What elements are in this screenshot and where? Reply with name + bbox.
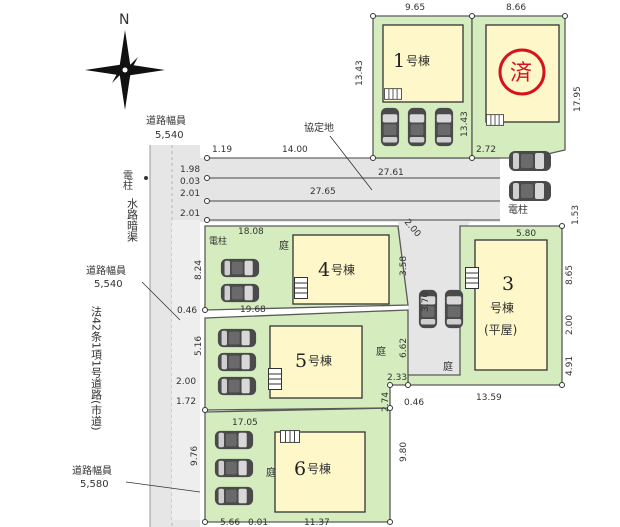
dim-5-66: 5.66: [220, 518, 240, 527]
dim-13-59: 13.59: [476, 393, 502, 403]
dim-1-98: 1.98: [180, 165, 200, 175]
road-width-top-value: 5,540: [155, 130, 184, 141]
road-width-bottom-label: 道路幅員: [72, 464, 112, 477]
lot-6-number: 6: [294, 458, 306, 480]
house-3: [474, 239, 548, 371]
dim-3-70: 3.70: [421, 292, 431, 312]
dim-2-01b: 2.01: [180, 209, 200, 219]
dim-6-62: 6.62: [399, 338, 409, 358]
road-width-mid-label: 道路幅員: [86, 264, 126, 277]
dim-2-72: 2.72: [476, 145, 496, 155]
lot-4-number: 4: [318, 259, 330, 281]
dim-11-37: 11.37: [304, 518, 330, 527]
dim-9-65: 9.65: [405, 3, 425, 13]
compass-north-label: N: [119, 12, 129, 28]
waterway-strip: [172, 220, 200, 520]
road-width-mid-value: 5,540: [94, 279, 123, 290]
sold-stamp: 済: [510, 61, 532, 86]
garden-label-3: 庭: [443, 360, 453, 373]
dim-27-65: 27.65: [310, 187, 336, 197]
dim-3-58: 3.58: [399, 256, 409, 276]
dim-18-08: 18.08: [238, 227, 264, 237]
dim-8-24: 8.24: [194, 260, 204, 280]
dim-1-72: 1.72: [176, 397, 196, 407]
dim-5-16: 5.16: [194, 336, 204, 356]
lot-3-number: 3: [502, 273, 514, 295]
dim-13-43b: 13.43: [460, 111, 470, 137]
dim-4-91: 4.91: [565, 356, 575, 376]
pole-left-label: 電柱: [121, 170, 133, 191]
lot-3-line3: (平屋): [484, 323, 517, 337]
dim-2-00c: 2.00: [176, 377, 196, 387]
dim-8-65: 8.65: [565, 265, 575, 285]
waterway-label: 水路暗渠: [126, 198, 139, 243]
garden-label-6: 庭: [266, 466, 276, 479]
road-width-bottom-value: 5,580: [80, 479, 109, 490]
dim-0-01: 0.01: [248, 518, 268, 527]
lot-4-suffix: 号棟: [331, 262, 355, 277]
house-4: [292, 234, 390, 305]
house-2: [485, 24, 560, 123]
dim-0-46b: 0.46: [404, 398, 424, 408]
dim-2-00b: 2.00: [565, 315, 575, 335]
dim-9-76: 9.76: [190, 446, 200, 466]
house-6: [274, 431, 366, 513]
lot-3-line2: 号棟: [490, 300, 514, 315]
lot-5-suffix: 号棟: [308, 353, 332, 368]
dim-1-53: 1.53: [571, 205, 581, 225]
dim-9-80: 9.80: [399, 442, 409, 462]
dim-27-61: 27.61: [378, 168, 404, 178]
pole-lot4-label: 電柱: [209, 235, 227, 247]
sold-stamp-circle: [498, 48, 546, 96]
lot-1-number: 1: [393, 50, 405, 72]
north-compass: [85, 30, 165, 110]
agreement-land-label: 協定地: [304, 121, 334, 134]
dim-0-03: 0.03: [180, 177, 200, 187]
dim-0-46a: 0.46: [177, 306, 197, 316]
lot-1-suffix: 号棟: [406, 53, 430, 68]
lot-5-number: 5: [295, 350, 307, 372]
lot-6-suffix: 号棟: [307, 461, 331, 476]
dim-2-01a: 2.01: [180, 189, 200, 199]
garden-label-4: 庭: [279, 239, 289, 252]
dim-8-66: 8.66: [506, 3, 526, 13]
dim-17-95: 17.95: [573, 86, 583, 112]
house-5: [269, 325, 363, 399]
legal-road-label: 法42条1項1号道路(市道): [90, 305, 103, 431]
garden-label-5: 庭: [376, 345, 386, 358]
dim-17-05: 17.05: [232, 418, 258, 428]
dim-2-74: 2.74: [381, 392, 391, 412]
dim-14-00: 14.00: [282, 145, 308, 155]
dim-19-68: 19.68: [240, 305, 266, 315]
pole-right-label: 電柱: [508, 203, 528, 216]
dim-5-80: 5.80: [516, 229, 536, 239]
road-width-top-label: 道路幅員: [146, 114, 186, 127]
dim-2-33: 2.33: [387, 373, 407, 383]
dim-1-19: 1.19: [212, 145, 232, 155]
dim-13-43a: 13.43: [355, 60, 365, 86]
